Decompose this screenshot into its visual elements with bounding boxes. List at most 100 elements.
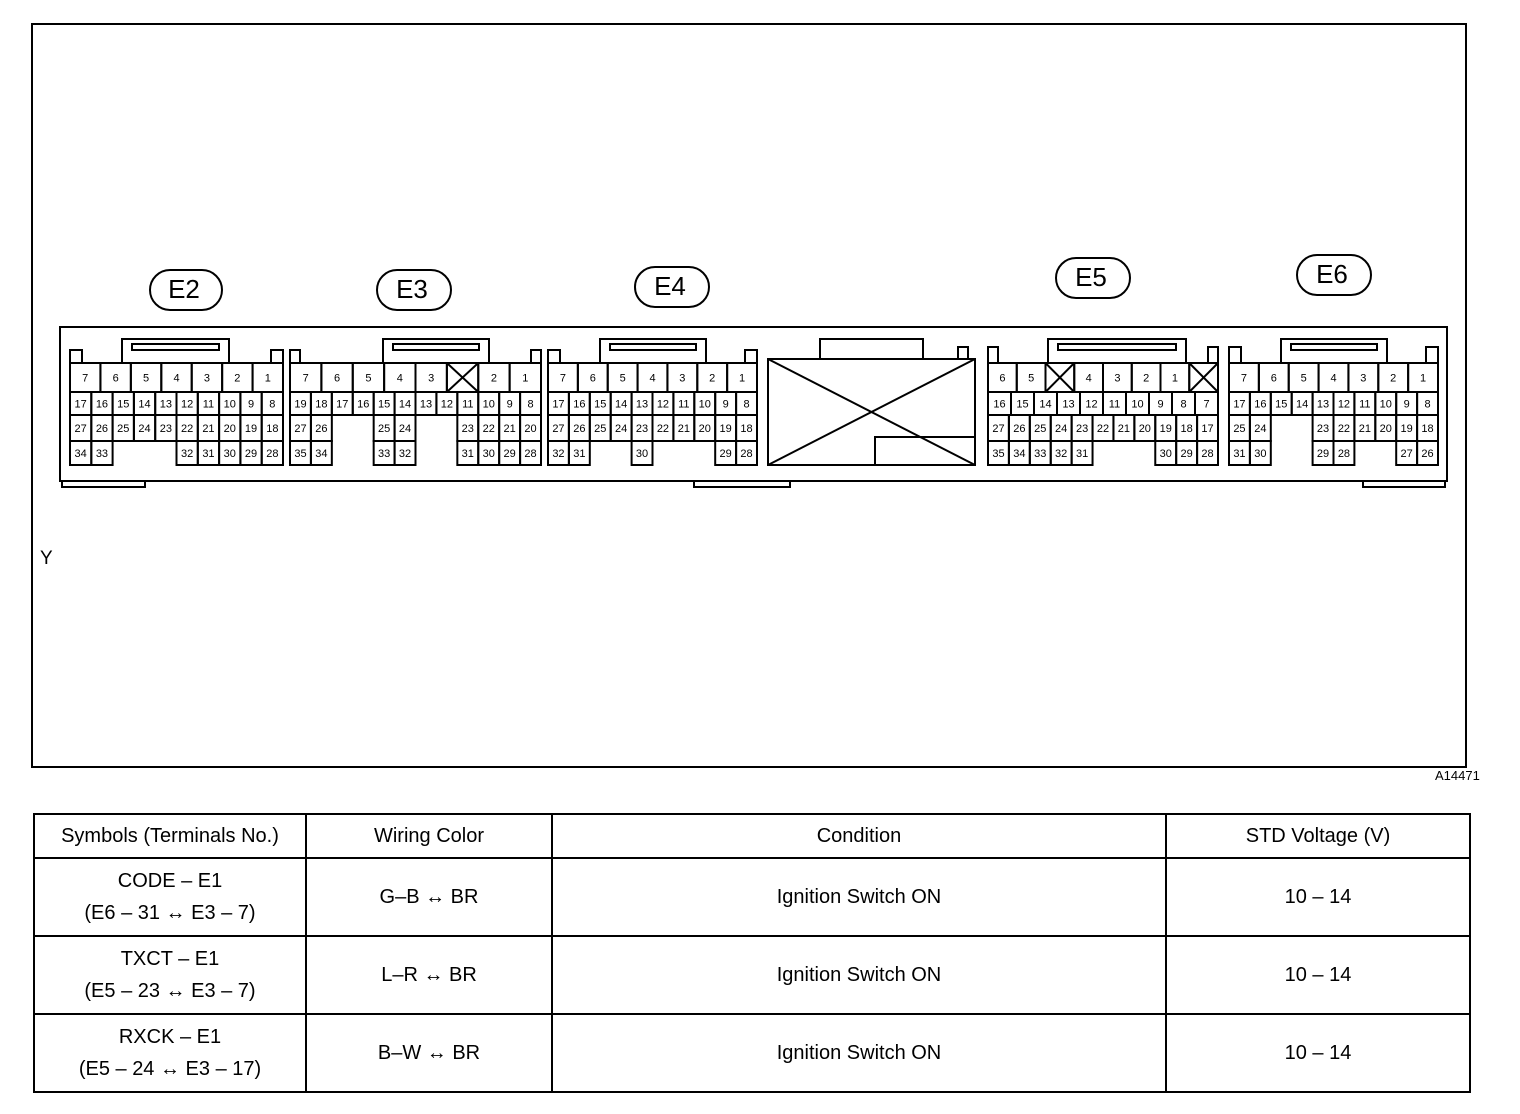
- terminal-number: 8: [269, 399, 275, 411]
- terminal-number: 25: [1233, 423, 1245, 435]
- terminal-number: 10: [224, 399, 236, 411]
- terminal-number: 14: [615, 399, 627, 411]
- terminal-number: 28: [524, 448, 536, 460]
- connector-label-e4: E4: [654, 271, 686, 301]
- terminal-number: 17: [552, 399, 564, 411]
- terminal-number: 20: [224, 423, 236, 435]
- terminal-number: 3: [1114, 373, 1120, 385]
- terminal-number: 27: [294, 423, 306, 435]
- terminal-number: 15: [594, 399, 606, 411]
- connector-lock-slot: [1057, 343, 1177, 351]
- terminal-cell: [90, 440, 114, 466]
- terminal-number: 16: [1254, 399, 1266, 411]
- wiring-cell: G–B ↔ BR: [305, 857, 553, 937]
- terminal-number: 12: [1338, 399, 1350, 411]
- terminal-number: 4: [1086, 373, 1092, 385]
- symbol-name: RXCK – E1: [118, 1026, 222, 1048]
- connector-label-e5: E5: [1075, 262, 1107, 292]
- terminal-number: 8: [1424, 399, 1430, 411]
- terminal-number: 12: [441, 399, 453, 411]
- terminal-number: 31: [202, 448, 214, 460]
- terminal-number: 8: [527, 399, 533, 411]
- terminal-number: 27: [992, 423, 1004, 435]
- connector-lock-slot: [131, 343, 220, 351]
- housing-tab: [693, 480, 791, 488]
- terminal-number: 29: [1181, 448, 1193, 460]
- terminal-number: 1: [1172, 373, 1178, 385]
- terminal-number: 15: [378, 399, 390, 411]
- terminal-number: 16: [993, 399, 1005, 411]
- terminal-number: 27: [75, 423, 87, 435]
- terminal-number: 33: [378, 448, 390, 460]
- terminal-number: 33: [1034, 448, 1046, 460]
- terminal-number: 9: [723, 399, 729, 411]
- terminal-number: 34: [315, 448, 327, 460]
- terminal-number: 23: [636, 423, 648, 435]
- terminal-number: 28: [740, 448, 752, 460]
- terminal-number: 32: [552, 448, 564, 460]
- terminal-number: 21: [1118, 423, 1130, 435]
- terminal-number: 12: [181, 399, 193, 411]
- terminal-number: 35: [992, 448, 1004, 460]
- symbol-terminals: (E5 – 23 ↔ E3 – 7): [84, 980, 256, 1002]
- terminal-number: 15: [1275, 399, 1287, 411]
- terminal-number: 26: [1013, 423, 1025, 435]
- terminal-number: 24: [1254, 423, 1266, 435]
- terminal-number: 34: [75, 448, 87, 460]
- terminal-number: 19: [294, 399, 306, 411]
- terminal-number: 22: [1097, 423, 1109, 435]
- terminal-number: 15: [117, 399, 129, 411]
- terminal-number: 20: [1380, 423, 1392, 435]
- condition-cell: Ignition Switch ON: [551, 857, 1167, 937]
- terminal-cell: [309, 440, 333, 466]
- connector-ear: [69, 349, 83, 364]
- terminal-number: 31: [1076, 448, 1088, 460]
- voltage-cell: 10 – 14: [1165, 857, 1471, 937]
- e4-label-oval: [634, 266, 710, 308]
- table-row: TXCT – E1(E5 – 23 ↔ E3 – 7) L–R ↔ BR Ign…: [33, 935, 1471, 1015]
- terminal-number: 20: [1139, 423, 1151, 435]
- terminal-number: 1: [522, 373, 528, 385]
- terminal-number: 27: [1401, 448, 1413, 460]
- terminal-number: 5: [1028, 373, 1034, 385]
- terminal-number: 10: [1131, 399, 1143, 411]
- terminal-number: 23: [160, 423, 172, 435]
- terminal-number: 2: [491, 373, 497, 385]
- terminal-number: 4: [1330, 373, 1336, 385]
- terminal-number: 32: [1055, 448, 1067, 460]
- blank-terminal-cross: [1044, 362, 1075, 393]
- wiring-cell: B–W ↔ BR: [305, 1013, 553, 1093]
- terminal-number: 18: [740, 423, 752, 435]
- header-symbols: Symbols (Terminals No.): [33, 813, 307, 859]
- terminal-number: 23: [1076, 423, 1088, 435]
- terminal-number: 25: [117, 423, 129, 435]
- terminal-number: 17: [1233, 399, 1245, 411]
- condition-cell: Ignition Switch ON: [551, 935, 1167, 1015]
- terminal-cell: [393, 440, 417, 466]
- housing-tab: [1362, 480, 1446, 488]
- terminal-cell: [1332, 440, 1356, 466]
- symbol-name: CODE – E1: [117, 870, 223, 892]
- terminal-number: 32: [399, 448, 411, 460]
- terminal-number: 25: [378, 423, 390, 435]
- terminal-number: 9: [248, 399, 254, 411]
- axis-letter: Y: [40, 548, 53, 569]
- terminal-number: 13: [1317, 399, 1329, 411]
- terminal-number: 7: [1203, 399, 1209, 411]
- terminal-number: 21: [202, 423, 214, 435]
- terminal-number: 29: [504, 448, 516, 460]
- terminal-number: 16: [96, 399, 108, 411]
- connector-label-e6: E6: [1316, 259, 1348, 289]
- voltage-cell: 10 – 14: [1165, 935, 1471, 1015]
- terminal-number: 11: [1109, 399, 1120, 411]
- terminal-number: 25: [594, 423, 606, 435]
- terminal-number: 22: [181, 423, 193, 435]
- connector-lock-slot: [609, 343, 697, 351]
- terminal-number: 19: [1160, 423, 1172, 435]
- e6-label-oval: [1296, 254, 1372, 296]
- terminal-number: 32: [181, 448, 193, 460]
- table-row: CODE – E1(E6 – 31 ↔ E3 – 7) G–B ↔ BR Ign…: [33, 857, 1471, 937]
- terminal-number: 6: [999, 373, 1005, 385]
- symbol-terminals: (E5 – 24 ↔ E3 – 17): [78, 1058, 262, 1080]
